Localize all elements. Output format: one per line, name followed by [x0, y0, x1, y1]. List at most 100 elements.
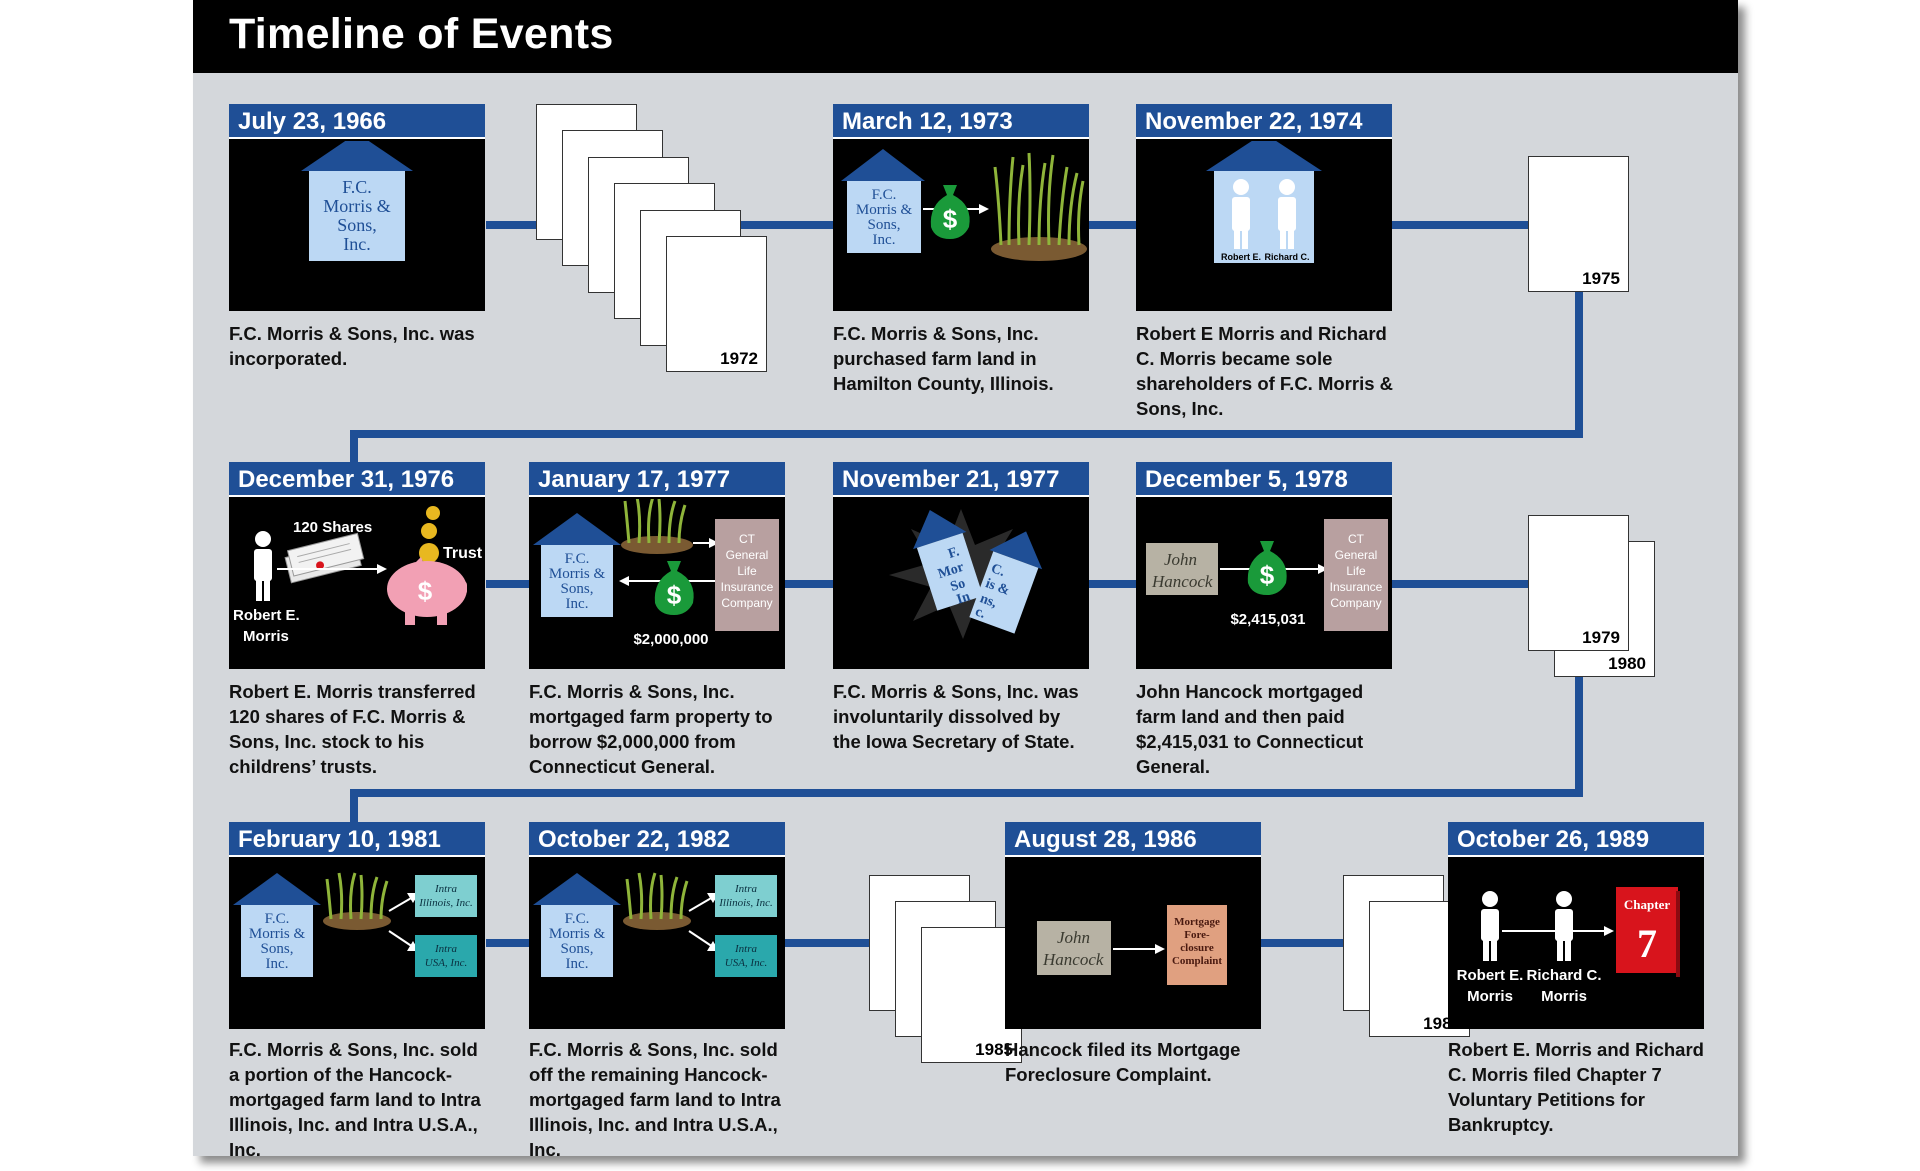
- svg-text:Morris: Morris: [243, 628, 289, 645]
- timeline-panel: Timeline of Events 1967 1968 1969 1970 1…: [193, 0, 1738, 1156]
- svg-text:F.C.: F.C.: [342, 177, 372, 197]
- event-date: January 17, 1977: [529, 462, 785, 497]
- svg-text:Fore-: Fore-: [1184, 929, 1210, 941]
- svg-text:F.C.: F.C.: [565, 551, 590, 567]
- mortgage-icon: F.C. Morris & Sons, Inc. $ $2,000,000 CT…: [533, 499, 779, 648]
- company-house-icon: F.C. Morris & Sons, Inc.: [301, 141, 413, 261]
- svg-text:Morris &: Morris &: [549, 926, 606, 942]
- year-page: 1972: [666, 236, 767, 372]
- shareholders-house-icon: Robert E. Richard C.: [1206, 141, 1322, 263]
- event-description: Hancock filed its Mortgage Foreclosure C…: [1005, 1039, 1241, 1085]
- svg-text:Morris &: Morris &: [856, 202, 913, 218]
- svg-text:$: $: [667, 580, 682, 610]
- event-date: March 12, 1973: [833, 104, 1089, 139]
- event-description: Robert E. Morris transferred 120 shares …: [229, 681, 476, 777]
- event-card: August 28, 1986 John Hancock Mortgage Fo…: [1005, 822, 1261, 1029]
- event-date: December 31, 1976: [229, 462, 485, 497]
- person-icon: [1555, 891, 1573, 961]
- event-date: August 28, 1986: [1005, 822, 1261, 857]
- person-icon: [254, 531, 272, 601]
- svg-text:Hancock: Hancock: [1042, 950, 1104, 969]
- svg-text:Company: Company: [721, 596, 772, 610]
- event-date: October 26, 1989: [1448, 822, 1704, 857]
- svg-text:In: In: [955, 589, 972, 607]
- svg-text:Inc.: Inc.: [873, 232, 896, 248]
- svg-text:Richard C.: Richard C.: [1526, 967, 1601, 984]
- svg-text:Richard C.: Richard C.: [1264, 252, 1309, 262]
- svg-text:Illinois, Inc.: Illinois, Inc.: [718, 897, 772, 909]
- svg-text:Company: Company: [1330, 596, 1381, 610]
- svg-text:Sons,: Sons,: [561, 581, 594, 597]
- svg-text:Morris &: Morris &: [549, 566, 606, 582]
- svg-text:$: $: [1260, 560, 1275, 590]
- svg-text:Robert E.: Robert E.: [233, 607, 300, 624]
- event-card: February 10, 1981 F.C. Morris & Sons, In…: [229, 822, 485, 1029]
- svg-text:John: John: [1057, 928, 1090, 947]
- event-date: February 10, 1981: [229, 822, 485, 857]
- svg-text:Sons,: Sons,: [337, 215, 377, 235]
- stock-transfer-icon: 120 Shares Robert E. Morris Trust: [233, 506, 483, 645]
- dissolved-company-icon: F. Mor So In C. is & ns, c.: [889, 509, 1043, 639]
- svg-text:Inc.: Inc.: [343, 234, 370, 254]
- year-page: 1979: [1528, 515, 1629, 651]
- svg-text:ns,: ns,: [978, 591, 999, 611]
- svg-text:Life: Life: [737, 564, 757, 578]
- event-card: October 22, 1982 F.C. Morris & Sons, Inc…: [529, 822, 785, 1029]
- svg-text:Morris &: Morris &: [323, 196, 391, 216]
- svg-text:7: 7: [1637, 921, 1657, 966]
- svg-text:Morris: Morris: [1541, 988, 1587, 1005]
- event-description: F.C. Morris & Sons, Inc. was involuntari…: [833, 681, 1079, 752]
- stock-certificate-icon: [284, 532, 365, 584]
- land-purchase-icon: F.C. Morris & Sons, Inc. $: [841, 149, 1087, 261]
- svg-text:CT: CT: [1348, 532, 1365, 546]
- svg-text:Insurance: Insurance: [721, 580, 774, 594]
- event-description: F.C. Morris & Sons, Inc. sold a portion …: [229, 1039, 481, 1156]
- event-date: November 21, 1977: [833, 462, 1089, 497]
- event-card: November 21, 1977 F. Mor So In C. is & n…: [833, 462, 1089, 669]
- person-icon: [1278, 179, 1296, 249]
- svg-text:Robert E.: Robert E.: [1221, 252, 1261, 262]
- event-card: July 23, 1966 F.C. Morris & Sons, Inc.: [229, 104, 485, 311]
- svg-text:General: General: [726, 548, 769, 562]
- bankruptcy-icon: Chapter 7 Robert E. Morris Richard C. Mo…: [1457, 887, 1680, 1005]
- payment-icon: John Hancock $ $2,415,031 CT General Lif…: [1146, 519, 1388, 631]
- piggy-bank-icon: $: [387, 557, 467, 625]
- svg-text:Illinois, Inc.: Illinois, Inc.: [418, 897, 472, 909]
- event-card: December 5, 1978 John Hancock $ $2,415,0…: [1136, 462, 1392, 669]
- svg-text:F.: F.: [946, 544, 961, 562]
- svg-text:USA, Inc.: USA, Inc.: [425, 957, 467, 969]
- svg-text:C.: C.: [989, 561, 1007, 580]
- svg-text:F.C.: F.C.: [265, 911, 290, 927]
- svg-text:Inc.: Inc.: [566, 956, 589, 972]
- svg-text:Sons,: Sons,: [561, 941, 594, 957]
- svg-text:Insurance: Insurance: [1330, 580, 1383, 594]
- event-description: Robert E Morris and Richard C. Morris be…: [1136, 323, 1393, 419]
- svg-text:$2,000,000: $2,000,000: [633, 631, 708, 648]
- connector-bend-2: [350, 676, 1583, 825]
- page-title: Timeline of Events: [229, 10, 614, 58]
- connector-bend-1: [350, 290, 1583, 465]
- svg-text:F.C.: F.C.: [872, 187, 897, 203]
- svg-text:CT: CT: [739, 532, 756, 546]
- svg-text:Complaint: Complaint: [1172, 955, 1222, 967]
- svg-text:Robert E.: Robert E.: [1457, 967, 1524, 984]
- event-date: November 22, 1974: [1136, 104, 1392, 139]
- svg-text:Mortgage: Mortgage: [1174, 916, 1220, 928]
- event-description: F.C. Morris & Sons, Inc. sold off the re…: [529, 1039, 781, 1156]
- svg-text:Intra: Intra: [434, 883, 458, 895]
- event-date: December 5, 1978: [1136, 462, 1392, 497]
- svg-text:120 Shares: 120 Shares: [293, 519, 372, 536]
- title-bar: Timeline of Events: [193, 0, 1738, 73]
- svg-text:So: So: [949, 576, 968, 595]
- svg-text:Intra: Intra: [734, 883, 758, 895]
- svg-text:Intra: Intra: [434, 943, 458, 955]
- svg-text:Sons,: Sons,: [261, 941, 294, 957]
- svg-text:F.C.: F.C.: [565, 911, 590, 927]
- event-card: November 22, 1974 Robert E. Richard C.: [1136, 104, 1392, 311]
- event-card: March 12, 1973 F.C. Morris & Sons, Inc. …: [833, 104, 1089, 311]
- svg-text:John: John: [1164, 550, 1197, 569]
- svg-text:Chapter: Chapter: [1624, 897, 1670, 912]
- svg-text:Morris &: Morris &: [249, 926, 306, 942]
- event-description: John Hancock mortgaged farm land and the…: [1136, 681, 1364, 777]
- event-description: Robert E. Morris and Richard C. Morris f…: [1448, 1039, 1704, 1135]
